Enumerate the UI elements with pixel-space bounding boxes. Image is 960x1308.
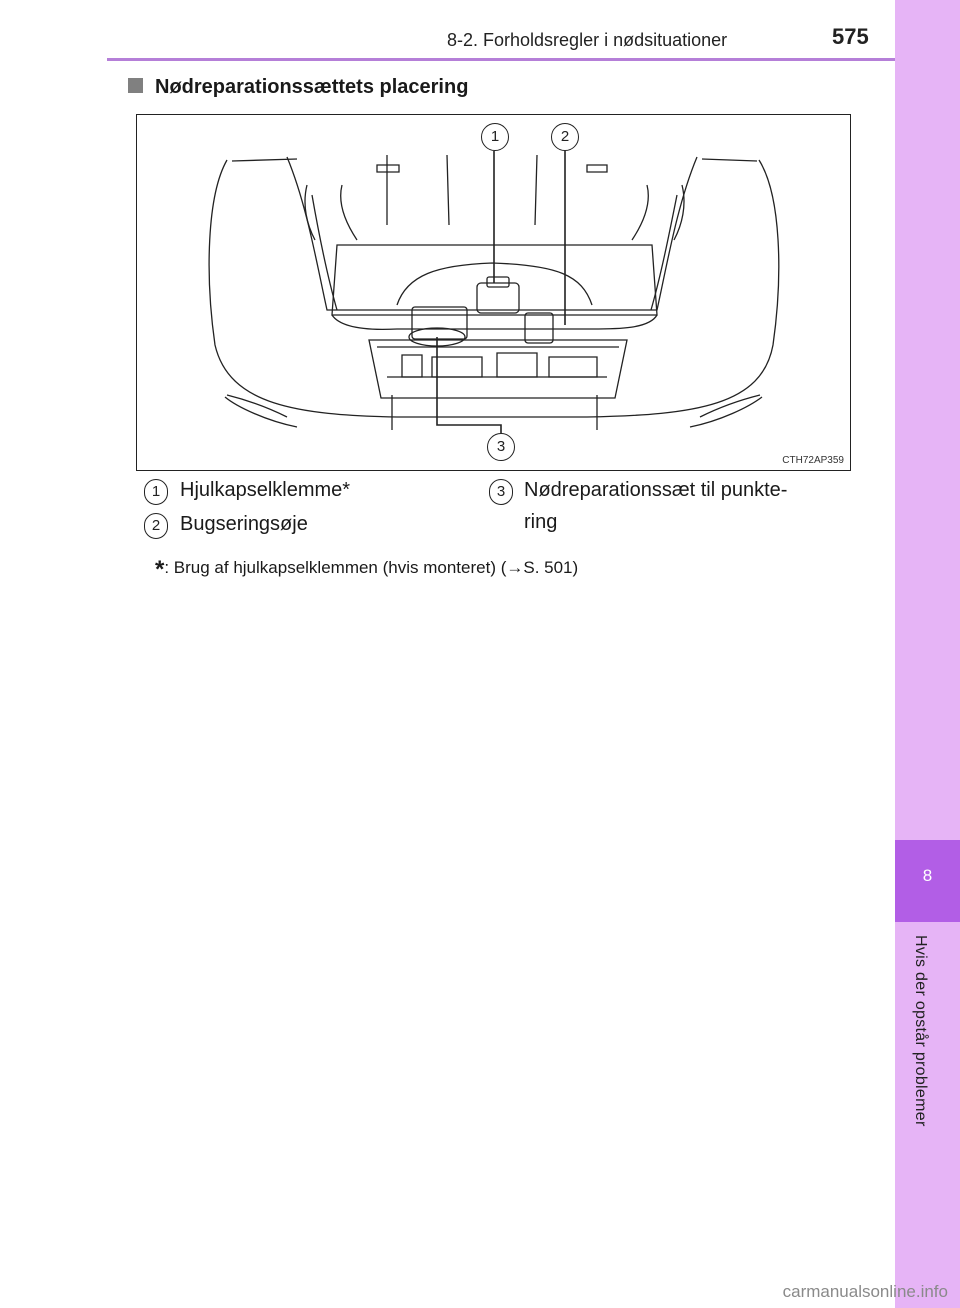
callout-1: 1	[481, 123, 509, 151]
legend-badge-1: 1	[144, 479, 168, 505]
side-tab	[895, 0, 960, 1308]
bullet-square-icon	[128, 78, 143, 93]
chapter-number: 8	[922, 866, 933, 885]
footnote: *: Brug af hjulkapselklemmen (hvis monte…	[155, 556, 578, 584]
figure-code: CTH72AP359	[782, 455, 844, 466]
legend-badge-3: 3	[489, 479, 513, 505]
legend-label-3-line1: Nødreparationssæt til punkte-	[524, 479, 788, 501]
section-title: 8-2. Forholdsregler i nødsituationer	[447, 30, 728, 50]
callout-3: 3	[487, 433, 515, 461]
section-heading: Nødreparationssættets placering	[128, 76, 468, 99]
legend-label-2: Bugseringsøje	[180, 513, 308, 535]
legend-label-1: Hjulkapselklemme*	[180, 479, 351, 501]
chapter-tab[interactable]: 8	[895, 840, 960, 922]
chapter-title: Hvis der opstår problemer	[912, 935, 929, 1127]
trunk-drawing	[208, 151, 780, 433]
watermark: carmanualsonline.info	[782, 1282, 948, 1301]
header-divider	[107, 58, 895, 61]
trunk-illustration: 1 2 3 CTH72AP359	[136, 114, 851, 471]
page-number: 575	[832, 24, 869, 49]
heading-text: Nødreparationssættets placering	[155, 76, 469, 98]
legend-badge-2: 2	[144, 513, 168, 539]
callout-2: 2	[551, 123, 579, 151]
legend-label-3-line2: ring	[524, 511, 558, 533]
footnote-text: : Brug af hjulkapselklemmen (hvis monter…	[164, 558, 579, 577]
footnote-star: *	[155, 556, 165, 583]
